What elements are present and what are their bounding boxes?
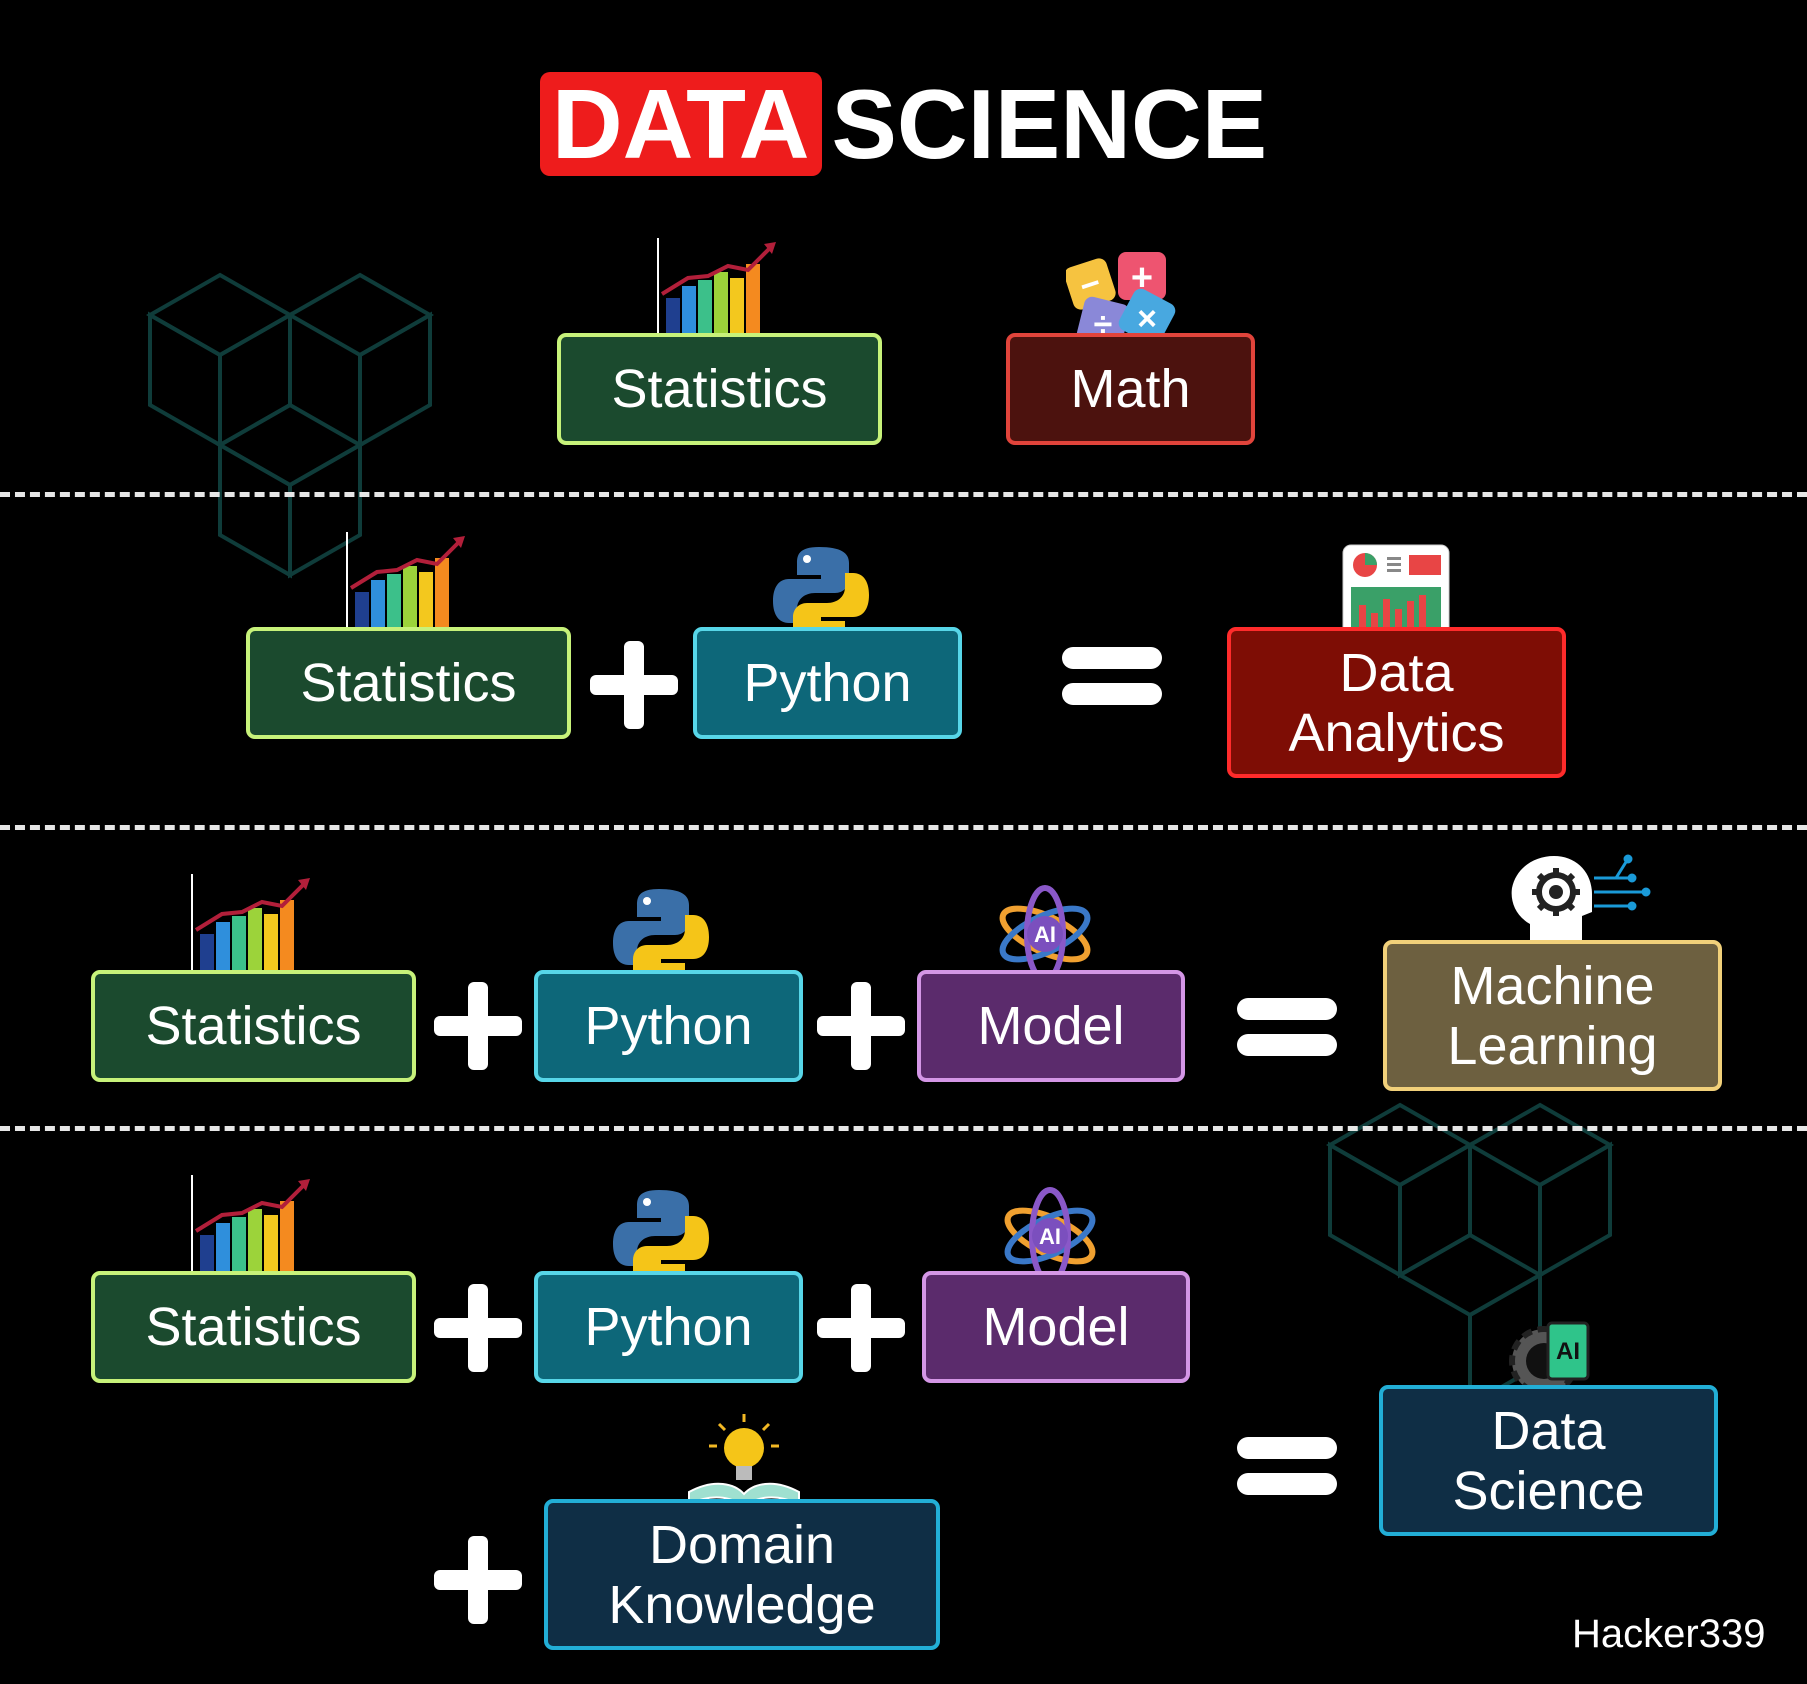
python-label: Python	[584, 1297, 753, 1357]
python-box: Python	[534, 970, 803, 1082]
equals-icon	[1237, 998, 1337, 1056]
python-box: Python	[534, 1271, 803, 1383]
title-highlight: DATA	[539, 72, 822, 176]
statistics-box: Statistics	[557, 333, 882, 445]
bar-chart-icon	[186, 872, 324, 974]
ai-chip-gear-icon: AI	[1509, 1321, 1590, 1396]
domain-knowledge-line1: Domain	[648, 1514, 836, 1575]
statistics-box: Statistics	[246, 627, 571, 739]
data-science-line1: Data	[1491, 1400, 1606, 1461]
python-label: Python	[743, 653, 912, 713]
divider-1	[0, 492, 1807, 497]
equals-icon	[1062, 647, 1162, 705]
data-science-line2: Science	[1452, 1460, 1645, 1521]
lightbulb-book-icon	[688, 1414, 800, 1510]
statistics-box: Statistics	[91, 1271, 416, 1383]
plus-icon	[434, 1284, 522, 1372]
data-analytics-line2: Analytics	[1288, 702, 1505, 763]
dashboard-icon	[1342, 544, 1450, 640]
author-credit: Hacker339	[1572, 1612, 1766, 1656]
math-label: Math	[1070, 359, 1191, 419]
ai-atom-icon	[995, 884, 1095, 984]
svg-text:AI: AI	[1556, 1338, 1580, 1365]
data-analytics-line1: Data	[1339, 642, 1454, 703]
model-box: Model	[922, 1271, 1190, 1383]
divider-2	[0, 825, 1807, 830]
divider-3	[0, 1126, 1807, 1131]
machine-learning-line1: Machine	[1450, 955, 1655, 1016]
statistics-label: Statistics	[300, 653, 517, 713]
model-box: Model	[917, 970, 1185, 1082]
machine-learning-line2: Learning	[1447, 1015, 1658, 1076]
domain-knowledge-line2: Knowledge	[608, 1574, 876, 1635]
cube-decoration-right	[1325, 1102, 1615, 1409]
plus-icon	[817, 982, 905, 1070]
bar-chart-icon	[652, 236, 790, 338]
bar-chart-icon	[186, 1173, 324, 1275]
gear-head-icon	[1511, 854, 1651, 944]
model-label: Model	[977, 996, 1125, 1056]
model-label: Model	[982, 1297, 1130, 1357]
title-text: SCIENCE	[831, 69, 1268, 179]
statistics-label: Statistics	[145, 1297, 362, 1357]
python-label: Python	[584, 996, 753, 1056]
svg-text:×: ×	[1137, 300, 1157, 338]
statistics-label: Statistics	[611, 359, 828, 419]
cube-decoration-left	[145, 272, 435, 579]
math-box: Math	[1006, 333, 1255, 445]
plus-icon	[590, 641, 678, 729]
math-symbols-icon: − + ÷ ×	[1066, 252, 1176, 350]
plus-icon	[434, 982, 522, 1070]
svg-text:+: +	[1131, 257, 1153, 299]
statistics-box: Statistics	[91, 970, 416, 1082]
plus-icon	[817, 1284, 905, 1372]
plus-icon	[434, 1536, 522, 1624]
bar-chart-icon	[341, 530, 479, 632]
statistics-label: Statistics	[145, 996, 362, 1056]
equals-icon	[1237, 1437, 1337, 1495]
python-box: Python	[693, 627, 962, 739]
